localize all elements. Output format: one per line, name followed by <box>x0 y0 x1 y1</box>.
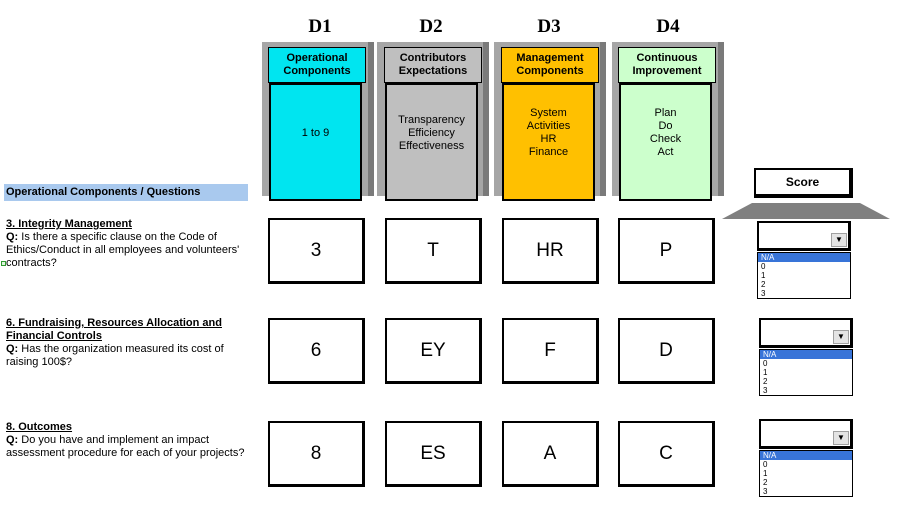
column-body-d2: Transparency Efficiency Effectiveness <box>385 83 478 201</box>
score-option[interactable]: 3 <box>763 487 768 496</box>
score-options-q8: N/A 0 1 2 3 <box>759 450 853 497</box>
score-option[interactable]: 2 <box>763 478 768 487</box>
score-option[interactable]: N/A <box>758 253 850 262</box>
column-item: Do <box>658 120 673 132</box>
matrix-cell-q6-d2: EY <box>385 318 482 384</box>
matrix-cell-q8-d1: 8 <box>268 421 365 487</box>
column-header-d4: Continuous Improvement <box>618 47 716 83</box>
score-options-q6: N/A 0 1 2 3 <box>759 349 853 396</box>
dimension-code-d1: D1 <box>308 16 332 37</box>
dimension-code-d3: D3 <box>537 16 561 37</box>
matrix-cell-q3-d3: HR <box>502 218 599 284</box>
score-select-q8[interactable]: ▼ <box>759 419 853 449</box>
score-option[interactable]: 0 <box>763 359 768 368</box>
score-option[interactable]: 1 <box>763 368 768 377</box>
column-item: Efficiency <box>408 126 455 139</box>
question-text: Q: Has the organization measured its cos… <box>6 343 224 368</box>
matrix-cell-q8-d2: ES <box>385 421 482 487</box>
column-item: Check <box>649 133 682 145</box>
score-option[interactable]: 1 <box>763 469 768 478</box>
matrix-cell-q3-d4: P <box>618 218 715 284</box>
score-option[interactable]: 1 <box>761 271 766 280</box>
column-body-d3: System Activities HR Finance <box>502 83 595 201</box>
column-item: Plan <box>654 107 677 119</box>
score-option[interactable]: 2 <box>761 280 766 289</box>
column-header-d3: Management Components <box>501 47 599 83</box>
column-header-d2: Contributors Expectations <box>384 47 482 83</box>
question-block-8: 8. Outcomes Q: Do you have and implement… <box>6 421 250 460</box>
matrix-cell-q6-d4: D <box>618 318 715 384</box>
question-title: 6. Fundraising, Resources Allocation and… <box>6 317 222 342</box>
column-header-d1: Operational Components <box>268 47 366 83</box>
score-option[interactable]: 3 <box>763 386 768 395</box>
matrix-cell-q3-d2: T <box>385 218 482 284</box>
column-item: Transparency <box>398 113 465 126</box>
column-item: 1 to 9 <box>301 126 330 139</box>
column-body-d1: 1 to 9 <box>269 83 362 201</box>
matrix-cell-q6-d3: F <box>502 318 599 384</box>
column-item: Effectiveness <box>398 139 465 152</box>
score-select-q3[interactable]: ▼ <box>757 221 851 251</box>
score-header: Score <box>754 168 853 198</box>
score-shelf <box>722 203 890 219</box>
chevron-down-icon[interactable]: ▼ <box>833 330 849 344</box>
column-item: System <box>530 107 567 119</box>
dimension-code-d2: D2 <box>419 16 443 37</box>
question-block-6: 6. Fundraising, Resources Allocation and… <box>6 317 250 369</box>
matrix-cell-q8-d4: C <box>618 421 715 487</box>
question-title: 8. Outcomes <box>6 421 73 433</box>
score-option[interactable]: N/A <box>760 350 852 359</box>
question-text: Q: Do you have and implement an impact a… <box>6 434 245 459</box>
matrix-cell-q6-d1: 6 <box>268 318 365 384</box>
score-option[interactable]: 0 <box>761 262 766 271</box>
section-header: Operational Components / Questions <box>4 184 248 201</box>
column-item: Act <box>657 146 674 158</box>
chevron-down-icon[interactable]: ▼ <box>833 431 849 445</box>
question-block-3: 3. Integrity Management Q: Is there a sp… <box>6 218 250 270</box>
column-body-d4: Plan Do Check Act <box>619 83 712 201</box>
score-option[interactable]: 2 <box>763 377 768 386</box>
column-item: Activities <box>526 120 571 132</box>
score-options-q3: N/A 0 1 2 3 <box>757 252 851 299</box>
matrix-cell-q8-d3: A <box>502 421 599 487</box>
cell-marker-icon <box>1 261 6 266</box>
score-option[interactable]: 3 <box>761 289 766 298</box>
question-title: 3. Integrity Management <box>6 218 132 230</box>
chevron-down-icon[interactable]: ▼ <box>831 233 847 247</box>
score-option[interactable]: 0 <box>763 460 768 469</box>
score-select-q6[interactable]: ▼ <box>759 318 853 348</box>
dimension-code-d4: D4 <box>656 16 680 37</box>
column-item: Finance <box>528 146 569 158</box>
column-item: HR <box>540 133 557 145</box>
question-text: Q: Is there a specific clause on the Cod… <box>6 231 240 269</box>
matrix-cell-q3-d1: 3 <box>268 218 365 284</box>
score-option[interactable]: N/A <box>760 451 852 460</box>
